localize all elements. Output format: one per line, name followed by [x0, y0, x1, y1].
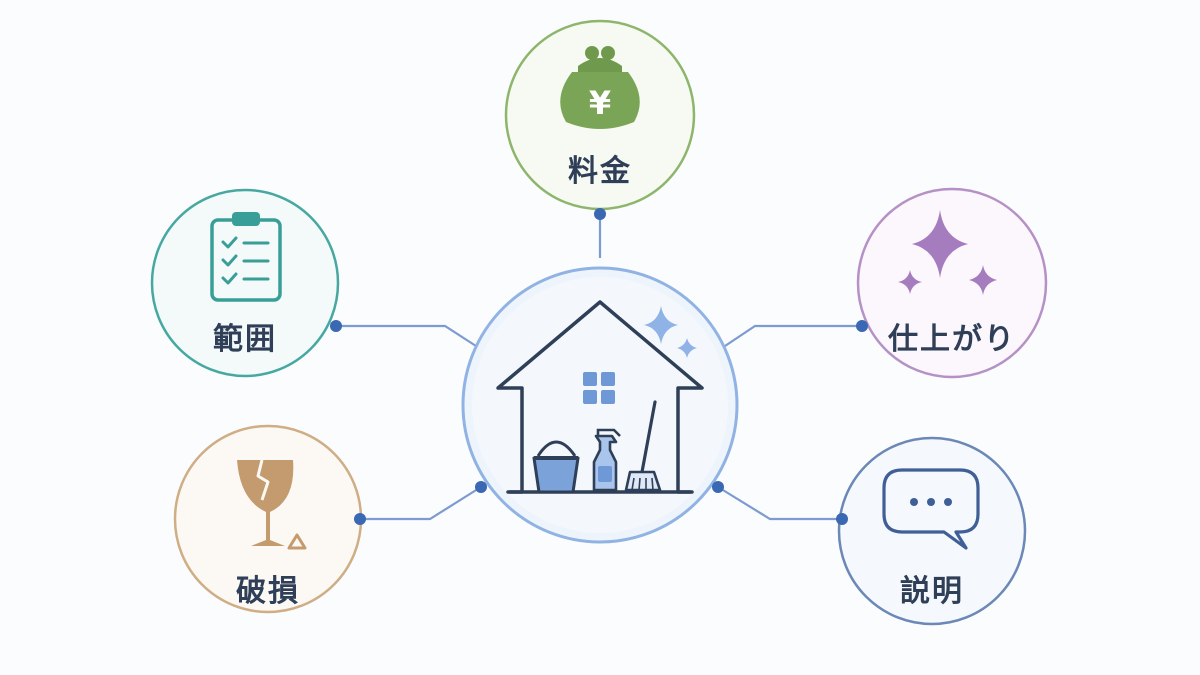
- node-scope: [150, 188, 340, 378]
- broken-glass-icon: [237, 459, 307, 550]
- dot-center-left: [475, 481, 487, 493]
- connector-dots: [330, 208, 868, 525]
- center-node: [461, 266, 739, 544]
- connector-finish: [724, 324, 862, 347]
- node-finish: [856, 187, 1048, 379]
- svg-text:¥: ¥: [589, 84, 611, 122]
- speech-bubble-icon: [882, 468, 980, 550]
- label-scope: 範囲: [213, 322, 277, 357]
- dot-explanation: [836, 513, 848, 525]
- connector-scope: [336, 324, 477, 347]
- sparkles-icon: [898, 210, 997, 295]
- dot-fee: [594, 208, 606, 220]
- yen-purse-icon: ¥: [560, 46, 640, 129]
- label-explanation: 説明: [900, 574, 964, 609]
- connectors: [336, 214, 862, 521]
- house-with-cleaning-tools-icon: [496, 300, 704, 494]
- label-damage: 破損: [236, 574, 300, 609]
- clipboard-checklist-icon: [210, 212, 282, 302]
- node-explanation: [837, 436, 1027, 626]
- dot-scope: [330, 320, 342, 332]
- connector-damage: [360, 486, 482, 521]
- dot-center-right: [712, 481, 724, 493]
- dot-finish: [856, 320, 868, 332]
- dot-damage: [354, 513, 366, 525]
- label-fee: 料金: [568, 154, 632, 189]
- connector-explanation: [717, 486, 842, 521]
- label-finish: 仕上がり: [888, 322, 1016, 357]
